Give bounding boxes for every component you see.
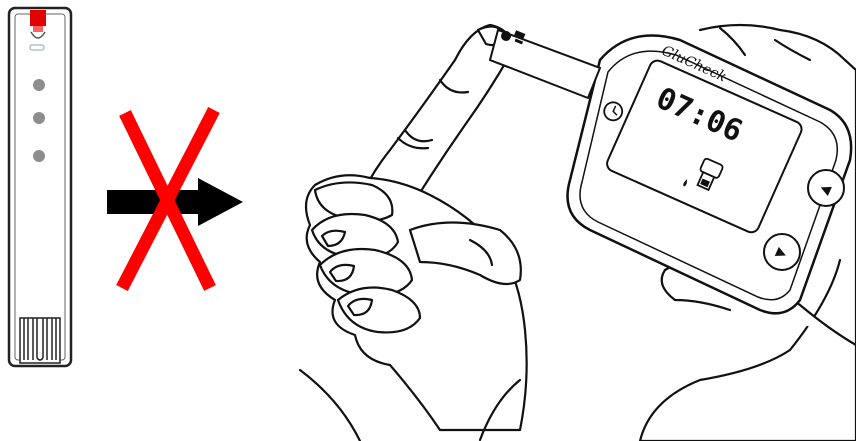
strip-dot [33,150,45,162]
right-button[interactable]: ▶ [764,234,800,270]
inserted-strip [490,30,600,98]
strip-contacts [20,318,60,363]
strip-red-tip [30,10,46,26]
strip-dot [33,79,45,91]
strip-dot [33,112,45,124]
left-button[interactable]: ◀ [808,170,844,206]
hand-illustration [300,25,527,441]
test-strip-icon [9,8,71,366]
